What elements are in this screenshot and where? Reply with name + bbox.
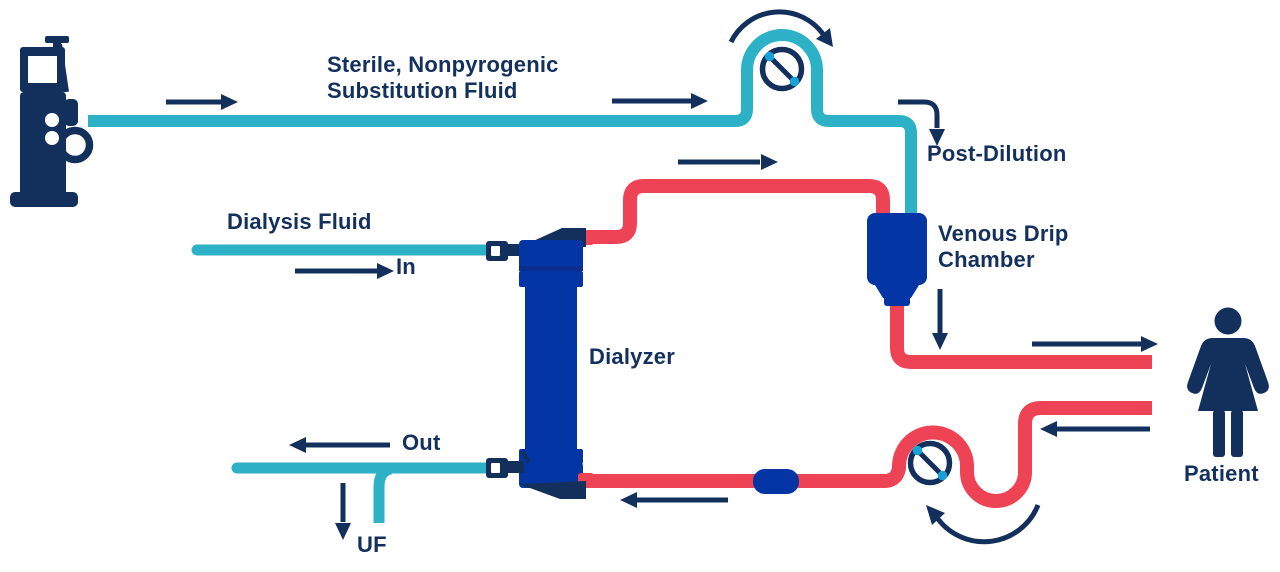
dialysate-in-arrow	[295, 263, 394, 279]
uf-branch-line	[373, 463, 393, 523]
dialysis-in-label: In	[396, 254, 416, 279]
dialysis-out-label: Out	[402, 430, 441, 455]
machine-knob	[45, 113, 59, 127]
venous-return-line	[890, 296, 1152, 369]
pump-rotation-counterclockwise-arrow	[926, 504, 1041, 545]
substitution-flow-arrow-2	[612, 93, 708, 109]
dialysate-out-arrow	[289, 437, 390, 453]
dialyzer-icon	[486, 228, 594, 499]
uf-down-arrow	[335, 483, 351, 540]
post-dilution-elbow-arrow	[898, 99, 945, 146]
patient-icon	[1187, 307, 1269, 457]
venous-line-left-arrow	[620, 492, 728, 508]
substitution-flow-arrow-1	[166, 94, 238, 110]
substitution-fluid-label-line1: Sterile, Nonpyrogenic	[327, 52, 559, 77]
blood-pump-icon	[907, 440, 953, 486]
pump-roller-dot	[789, 76, 800, 87]
machine-knob	[45, 131, 59, 145]
pump-roller-dot	[764, 51, 775, 62]
venous-drip-chamber-icon	[867, 213, 927, 306]
machine-hose	[56, 126, 94, 164]
chamber-down-arrow	[932, 289, 948, 350]
patient-to-pump-line	[592, 401, 1152, 508]
flow-arrows	[166, 93, 1158, 540]
dialysate-outlet-connector	[486, 458, 524, 478]
dialysis-fluid-out-line	[231, 462, 498, 523]
substitution-fluid-line	[88, 29, 917, 218]
uf-label: UF	[357, 532, 387, 557]
arterial-flow-arrow	[678, 154, 778, 170]
dialysis-machine-icon	[10, 36, 94, 207]
dialysate-port-tick	[520, 449, 531, 464]
arterial-blood-line	[586, 179, 890, 244]
dialyzer-label: Dialyzer	[589, 344, 675, 369]
to-patient-arrow	[1032, 336, 1158, 352]
venous-drip-chamber-label-line2: Chamber	[938, 247, 1035, 272]
pump-roller-dot	[912, 445, 923, 456]
patient-label: Patient	[1184, 461, 1259, 486]
substitution-pump-icon	[759, 46, 805, 92]
inline-sensor-icon	[753, 469, 799, 494]
venous-drip-chamber-label: Venous Drip Chamber	[938, 221, 1069, 273]
pump-roller-dot	[937, 470, 948, 481]
substitution-fluid-label-line2: Substitution Fluid	[327, 78, 518, 103]
venous-drip-chamber-label-line1: Venous Drip	[938, 221, 1069, 246]
pump-rotation-clockwise-arrow	[728, 9, 833, 47]
dialysate-inlet-connector	[486, 241, 524, 261]
dialysis-fluid-label: Dialysis Fluid	[227, 209, 372, 234]
substitution-fluid-label: Sterile, Nonpyrogenic Substitution Fluid	[327, 52, 559, 104]
post-dilution-label: Post-Dilution	[927, 141, 1067, 166]
machine-screen	[28, 56, 57, 83]
from-patient-arrow	[1040, 421, 1150, 437]
